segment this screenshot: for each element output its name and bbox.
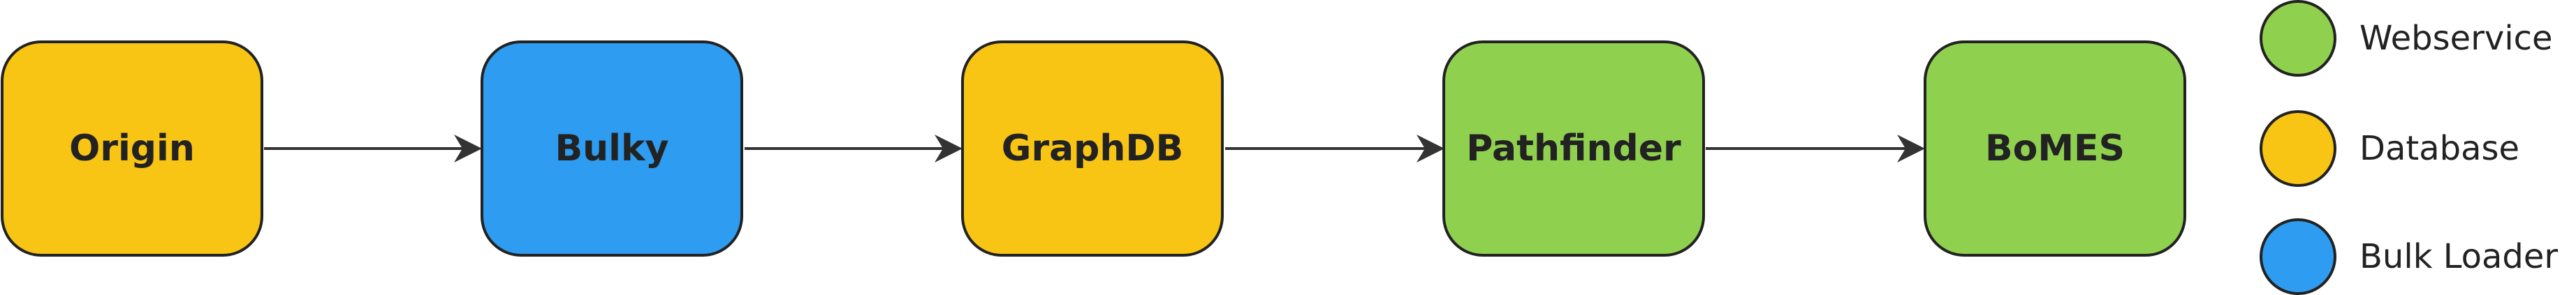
node-bulky: Bulky xyxy=(481,40,743,257)
legend-label-database: Database xyxy=(2359,129,2519,168)
node-pathfinder-box xyxy=(1442,40,1705,257)
legend-label-webservice: Webservice xyxy=(2359,19,2553,58)
node-bulky-label: Bulky xyxy=(555,128,669,169)
legend-swatch-database xyxy=(2260,110,2336,187)
legend: Webservice Database Bulk Loader xyxy=(2260,0,2558,295)
node-graphdb: GraphDB xyxy=(961,40,1224,257)
legend-swatch-webservice xyxy=(2260,0,2336,77)
legend-item-bulk-loader: Bulk Loader xyxy=(2260,218,2558,295)
legend-item-database: Database xyxy=(2260,110,2519,187)
node-bomes: BoMES xyxy=(1924,40,2186,257)
node-bomes-label: BoMES xyxy=(1985,128,2125,169)
legend-item-webservice: Webservice xyxy=(2260,0,2553,77)
node-pathfinder-label: Pathfinder xyxy=(1466,128,1681,169)
node-graphdb-label: GraphDB xyxy=(1002,128,1183,169)
node-bomes-box xyxy=(1924,40,2186,257)
node-origin: Origin xyxy=(1,40,263,257)
legend-label-bulk-loader: Bulk Loader xyxy=(2359,237,2558,276)
node-origin-box xyxy=(1,40,263,257)
legend-swatch-bulk-loader xyxy=(2260,218,2336,295)
node-origin-label: Origin xyxy=(69,128,195,169)
node-bulky-box xyxy=(481,40,743,257)
node-graphdb-box xyxy=(961,40,1224,257)
node-pathfinder: Pathfinder xyxy=(1442,40,1705,257)
